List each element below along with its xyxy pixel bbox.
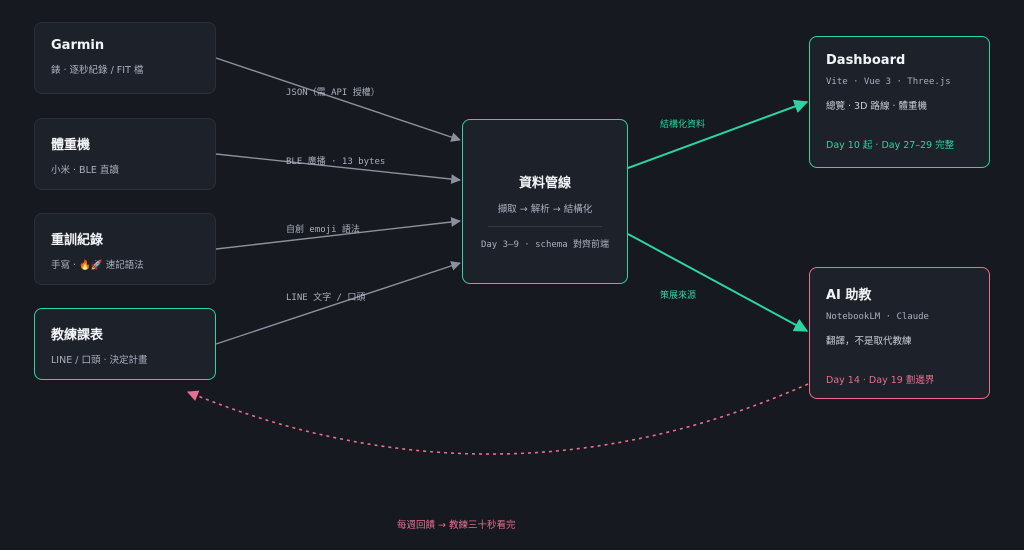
source-scale-title: 體重機	[51, 138, 91, 153]
source-scale-subtitle: 小米 · BLE 直讀	[51, 165, 119, 176]
dashboard-title: Dashboard	[826, 53, 906, 68]
edge-feedback-ai-to-coach	[186, 383, 809, 455]
source-training-title: 重訓紀錄	[51, 233, 104, 248]
source-coach-subtitle: LINE / 口頭 · 決定計畫	[51, 355, 148, 366]
ai-assistant-note: Day 14 · Day 19 劃邊界	[826, 375, 935, 386]
source-garmin-title: Garmin	[51, 38, 105, 53]
edge-training-to-pipeline	[215, 217, 461, 250]
ai-assistant-title: AI 助教	[826, 288, 872, 303]
edge-label-garmin: JSON（需 API 授權）	[286, 88, 380, 98]
edge-garmin-to-pipeline	[215, 57, 461, 142]
edge-label-feedback: 每週回饋 → 教練三十秒看完	[397, 520, 516, 531]
source-garmin-card[interactable]: Garmin 錶 · 逐秒紀錄 / FIT 檔	[34, 22, 216, 94]
dashboard-stack: Vite · Vue 3 · Three.js	[826, 77, 951, 87]
source-training-subtitle: 手寫 · 🔥🚀 速記語法	[51, 260, 144, 271]
edge-label-to-dashboard: 結構化資料	[660, 120, 706, 130]
dashboard-card[interactable]: Dashboard Vite · Vue 3 · Three.js 總覽 · 3…	[809, 36, 990, 168]
source-scale-card[interactable]: 體重機 小米 · BLE 直讀	[34, 118, 216, 190]
source-training-card[interactable]: 重訓紀錄 手寫 · 🔥🚀 速記語法	[34, 213, 216, 285]
source-coach-title: 教練課表	[51, 328, 104, 343]
pipeline-card[interactable]: 資料管線 擷取 → 解析 → 結構化 Day 3–9 · schema 對齊前端	[462, 119, 628, 284]
ai-assistant-card[interactable]: AI 助教 NotebookLM · Claude 翻譯，不是取代教練 Day …	[809, 267, 990, 399]
ai-assistant-desc: 翻譯，不是取代教練	[826, 336, 912, 347]
source-coach-card[interactable]: 教練課表 LINE / 口頭 · 決定計畫	[34, 308, 216, 380]
edge-coach-to-pipeline	[215, 261, 461, 345]
pipeline-divider	[488, 226, 602, 227]
edge-pipeline-to-ai	[627, 233, 809, 332]
pipeline-meta: Day 3–9 · schema 對齊前端	[480, 240, 610, 250]
source-garmin-subtitle: 錶 · 逐秒紀錄 / FIT 檔	[51, 65, 144, 76]
edge-label-to-ai: 策展來源	[660, 291, 697, 301]
edge-scale-to-pipeline	[215, 153, 461, 184]
edge-label-coach: LINE 文字 / 口頭	[286, 293, 366, 303]
dashboard-note: Day 10 起 · Day 27–29 完整	[826, 140, 955, 151]
pipeline-title: 資料管線	[518, 176, 571, 191]
ai-assistant-stack: NotebookLM · Claude	[826, 312, 929, 322]
edge-label-training: 自創 emoji 語法	[286, 225, 360, 235]
dashboard-desc: 總覽 · 3D 路線 · 體重機	[826, 101, 927, 112]
edge-label-scale: BLE 廣播 · 13 bytes	[286, 157, 386, 167]
pipeline-subtitle: 擷取 → 解析 → 結構化	[497, 204, 593, 215]
edge-pipeline-to-dashboard	[627, 99, 809, 169]
